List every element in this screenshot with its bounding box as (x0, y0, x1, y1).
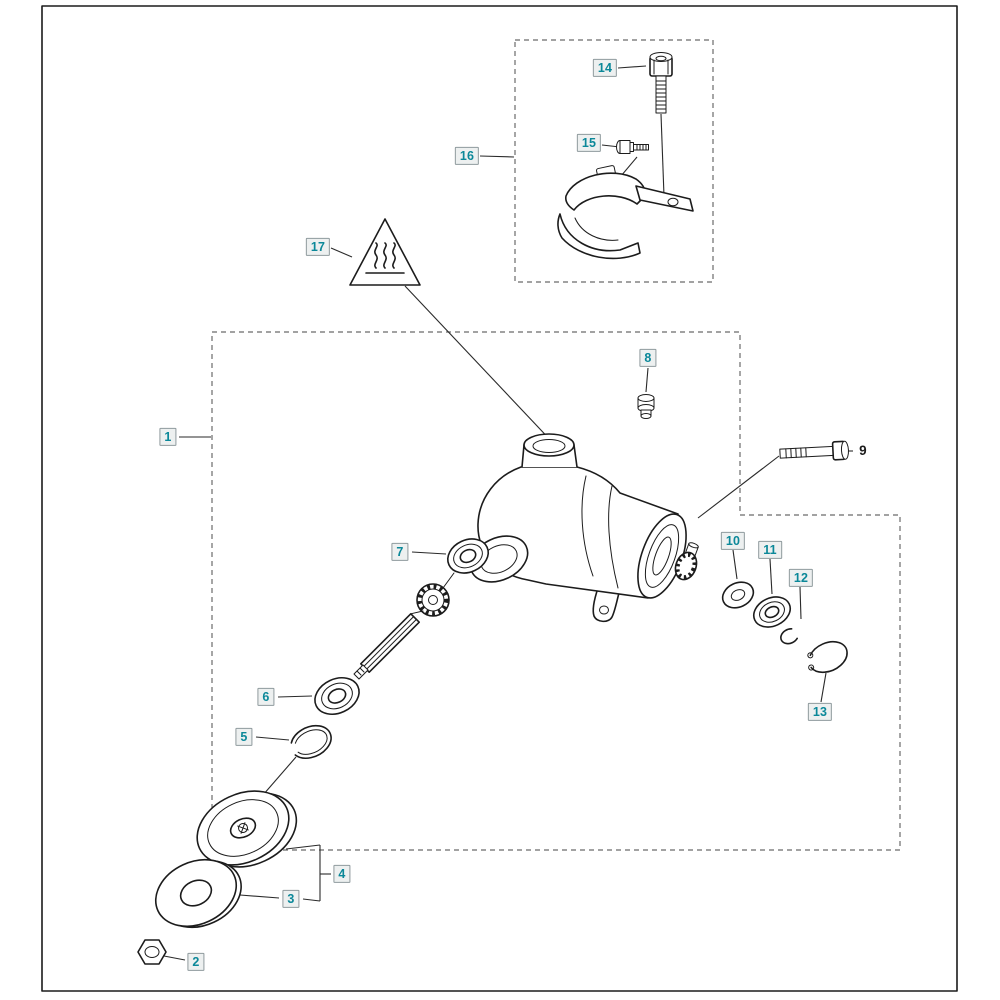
bearing-part-6 (314, 676, 360, 716)
bearing-part-11 (752, 596, 792, 628)
callout-13: 13 (807, 702, 833, 722)
hot-surface-warning-icon (349, 218, 421, 286)
callout-11: 11 (758, 540, 782, 560)
callout-15: 15 (576, 133, 602, 153)
washer-part-3 (154, 858, 242, 929)
callout-12: 12 (788, 568, 814, 588)
support-cup (196, 790, 298, 868)
pinion-gear (674, 542, 699, 581)
bolt-part-9 (779, 440, 849, 461)
bevel-gear-shaft (353, 572, 455, 680)
gearbox-housing (469, 433, 687, 623)
callout-1: 1 (159, 427, 177, 447)
socket-bolt-part-14 (649, 52, 673, 114)
callout-2: 2 (187, 952, 205, 972)
callout-14: 14 (592, 58, 618, 78)
flange-screw-part-15 (616, 140, 649, 154)
bearing-part-7 (447, 538, 489, 574)
snap-ring-part-5 (290, 724, 332, 759)
circlip-part-13 (807, 640, 848, 673)
leader-lines (163, 65, 853, 961)
callout-7: 7 (391, 542, 409, 562)
gearbox-group-dashed-box (211, 331, 901, 851)
plug-part-8 (637, 394, 655, 419)
clamp-group-dashed-box (514, 39, 714, 283)
callout-3: 3 (282, 889, 300, 909)
callout-9: 9 (859, 443, 867, 459)
callout-6: 6 (257, 687, 275, 707)
callout-16: 16 (454, 146, 480, 166)
nut-part-2 (137, 939, 167, 965)
callout-17: 17 (305, 237, 331, 257)
page-border (41, 5, 958, 992)
ring-part-12 (780, 628, 798, 645)
callout-4: 4 (333, 864, 351, 884)
callout-8: 8 (639, 348, 657, 368)
callout-5: 5 (235, 727, 253, 747)
washer-part-10 (721, 581, 755, 609)
callout-10: 10 (720, 531, 746, 551)
clamp-assembly-part-16 (557, 165, 694, 260)
